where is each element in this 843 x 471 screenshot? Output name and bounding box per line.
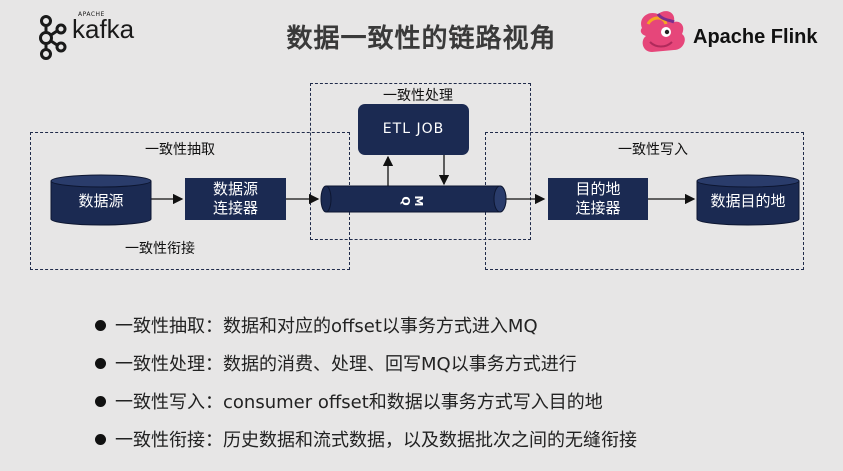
- mq-cylinder-icon: [320, 185, 507, 213]
- bullet-dot-icon: [95, 395, 106, 407]
- kafka-logo-icon: [39, 15, 67, 60]
- etl-job-node: ETL JOB: [358, 104, 469, 155]
- flink-logo-text: Apache Flink: [693, 26, 818, 48]
- target-connector-node: 目的地 连接器: [548, 178, 648, 220]
- bullet-text: 一致性写入：consumer offset和数据以事务方式写入目的地: [115, 392, 603, 413]
- bullet-text: 一致性抽取：数据和对应的offset以事务方式进入MQ: [115, 316, 538, 337]
- bullet-dot-icon: [95, 357, 106, 369]
- bullet-dot-icon: [95, 433, 106, 445]
- source-db-cylinder-icon: [50, 174, 152, 226]
- mq-label: M Q: [399, 195, 425, 213]
- write-group-label: 一致性写入: [618, 142, 688, 158]
- page-title: 数据一致性的链路视角: [286, 24, 557, 54]
- bullet-text: 一致性处理：数据的消费、处理、回写MQ以事务方式进行: [115, 354, 577, 375]
- connect-group-label: 一致性衔接: [125, 241, 195, 257]
- kafka-logo-apache-text: APACHE: [78, 11, 105, 18]
- bullet-list: 一致性抽取：数据和对应的offset以事务方式进入MQ 一致性处理：数据的消费、…: [95, 306, 637, 458]
- bullet-dot-icon: [95, 319, 106, 331]
- process-group-label: 一致性处理: [383, 88, 453, 104]
- bullet-item: 一致性抽取：数据和对应的offset以事务方式进入MQ: [95, 306, 637, 344]
- bullet-item: 一致性写入：consumer offset和数据以事务方式写入目的地: [95, 382, 637, 420]
- extract-group-label: 一致性抽取: [145, 142, 215, 158]
- target-db-cylinder-icon: [696, 174, 800, 226]
- target-db-label: 数据目的地: [710, 191, 786, 210]
- kafka-logo-text: kafka: [72, 14, 135, 44]
- bullet-item: 一致性处理：数据的消费、处理、回写MQ以事务方式进行: [95, 344, 637, 382]
- flink-squirrel-icon: [640, 11, 685, 52]
- source-connector-node: 数据源 连接器: [185, 178, 286, 220]
- source-db-label: 数据源: [78, 191, 124, 210]
- bullet-item: 一致性衔接：历史数据和流式数据，以及数据批次之间的无缝衔接: [95, 420, 637, 458]
- bullet-text: 一致性衔接：历史数据和流式数据，以及数据批次之间的无缝衔接: [115, 430, 637, 451]
- process-group-box: [310, 83, 531, 240]
